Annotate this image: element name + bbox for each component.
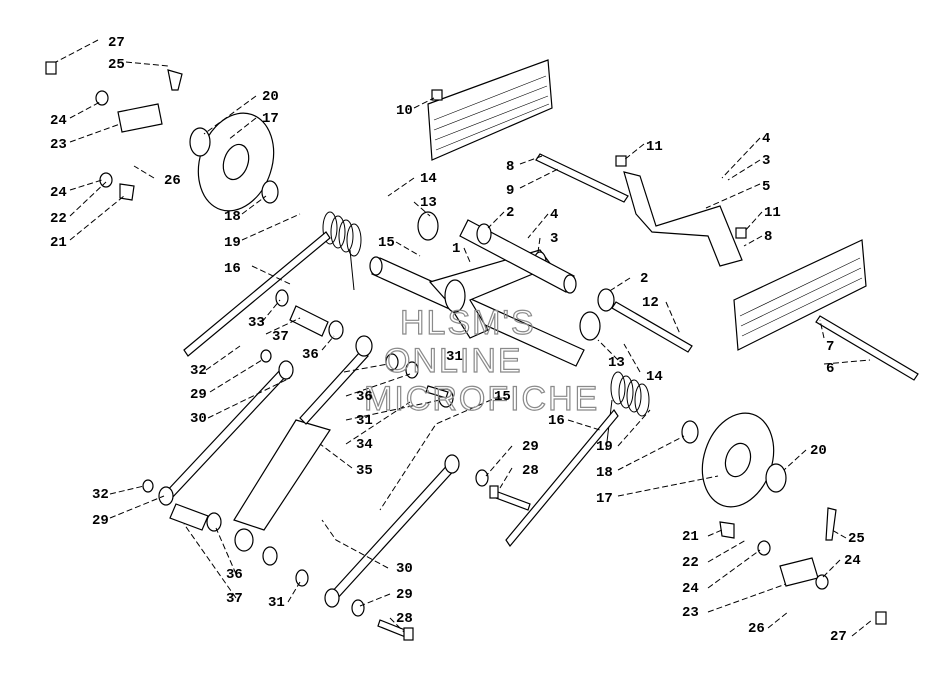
callout-27: 27 xyxy=(108,35,125,51)
callout-24: 24 xyxy=(50,113,67,129)
callout-10: 10 xyxy=(396,103,413,119)
callout-32: 32 xyxy=(190,363,207,379)
watermark: HLSM'S ONLINE MICROFICHE xyxy=(363,303,599,418)
callout-1: 1 xyxy=(452,241,460,257)
callout-24: 24 xyxy=(844,553,861,569)
callout-21: 21 xyxy=(50,235,67,251)
lower-rail xyxy=(733,239,867,351)
axle-bracket-upper xyxy=(95,90,163,201)
callout-3: 3 xyxy=(550,231,558,247)
upper-rail xyxy=(427,59,553,161)
leader-lines xyxy=(55,39,873,637)
callout-17: 17 xyxy=(596,491,613,507)
callout-15: 15 xyxy=(494,389,511,405)
callout-7: 7 xyxy=(826,339,834,355)
link-rod-right xyxy=(324,454,460,608)
callout-36: 36 xyxy=(302,347,319,363)
callout-11: 11 xyxy=(764,205,781,221)
callout-34: 34 xyxy=(356,437,373,453)
callout-30: 30 xyxy=(190,411,207,427)
callout-35: 35 xyxy=(356,463,373,479)
axle-rod-6 xyxy=(815,315,919,381)
callout-13: 13 xyxy=(420,195,437,211)
callout-23: 23 xyxy=(682,605,699,621)
callout-29: 29 xyxy=(522,439,539,455)
callout-16: 16 xyxy=(224,261,241,277)
torsion-spring-lower xyxy=(605,371,650,451)
callout-4: 4 xyxy=(550,207,558,223)
callout-37: 37 xyxy=(226,591,243,607)
callout-20: 20 xyxy=(262,89,279,105)
callout-29: 29 xyxy=(396,587,413,603)
callout-24: 24 xyxy=(50,185,67,201)
callout-labels: 27 25 24 23 24 22 21 20 17 26 18 19 16 1… xyxy=(50,35,865,645)
callout-16: 16 xyxy=(548,413,565,429)
callout-12: 12 xyxy=(642,295,659,311)
spacers xyxy=(142,289,489,617)
callout-22: 22 xyxy=(682,555,699,571)
callout-4: 4 xyxy=(762,131,770,147)
callout-11: 11 xyxy=(646,139,663,155)
axle-rod-9 xyxy=(535,153,629,203)
callout-20: 20 xyxy=(810,443,827,459)
callout-29: 29 xyxy=(190,387,207,403)
callout-28: 28 xyxy=(396,611,413,627)
idler-wheel-upper xyxy=(189,112,275,212)
link-rod-left xyxy=(158,360,294,506)
cross-shaft xyxy=(369,256,585,367)
callout-8: 8 xyxy=(764,229,772,245)
callout-18: 18 xyxy=(224,209,241,225)
callout-26: 26 xyxy=(164,173,181,189)
callout-29: 29 xyxy=(92,513,109,529)
callout-36: 36 xyxy=(356,389,373,405)
torsion-spring-upper xyxy=(322,211,362,291)
callout-28: 28 xyxy=(522,463,539,479)
callout-14: 14 xyxy=(420,171,437,187)
callout-25: 25 xyxy=(848,531,865,547)
callout-21: 21 xyxy=(682,529,699,545)
watermark-line-2: ONLINE xyxy=(384,342,523,380)
callout-9: 9 xyxy=(506,183,514,199)
watermark-line-1: HLSM'S xyxy=(400,304,536,342)
callout-8: 8 xyxy=(506,159,514,175)
watermark-line-3: MICROFICHE xyxy=(364,380,599,418)
callout-32: 32 xyxy=(92,487,109,503)
callout-14: 14 xyxy=(646,369,663,385)
callout-19: 19 xyxy=(596,439,613,455)
callout-19: 19 xyxy=(224,235,241,251)
mounting-bracket xyxy=(623,171,743,267)
callout-2: 2 xyxy=(506,205,514,221)
callout-30: 30 xyxy=(396,561,413,577)
bearings xyxy=(261,180,699,444)
callout-24: 24 xyxy=(682,581,699,597)
axle-bracket-lower xyxy=(719,521,829,590)
callout-3: 3 xyxy=(762,153,770,169)
callout-5: 5 xyxy=(762,179,770,195)
spring-rod-upper xyxy=(183,231,331,357)
callout-31: 31 xyxy=(268,595,285,611)
callout-26: 26 xyxy=(748,621,765,637)
callout-22: 22 xyxy=(50,211,67,227)
callout-25: 25 xyxy=(108,57,125,73)
callout-2: 2 xyxy=(640,271,648,287)
callout-6: 6 xyxy=(826,361,834,377)
callout-13: 13 xyxy=(608,355,625,371)
callout-37: 37 xyxy=(272,329,289,345)
spring-rod-lower xyxy=(505,408,619,548)
callout-31: 31 xyxy=(356,413,373,429)
shock-absorber xyxy=(233,335,373,552)
callout-23: 23 xyxy=(50,137,67,153)
idler-wheel-lower xyxy=(701,412,787,508)
callout-31: 31 xyxy=(446,349,463,365)
callout-33: 33 xyxy=(248,315,265,331)
bolts xyxy=(45,61,887,641)
callout-15: 15 xyxy=(378,235,395,251)
callout-27: 27 xyxy=(830,629,847,645)
callout-18: 18 xyxy=(596,465,613,481)
callout-17: 17 xyxy=(262,111,279,127)
callout-36: 36 xyxy=(226,567,243,583)
